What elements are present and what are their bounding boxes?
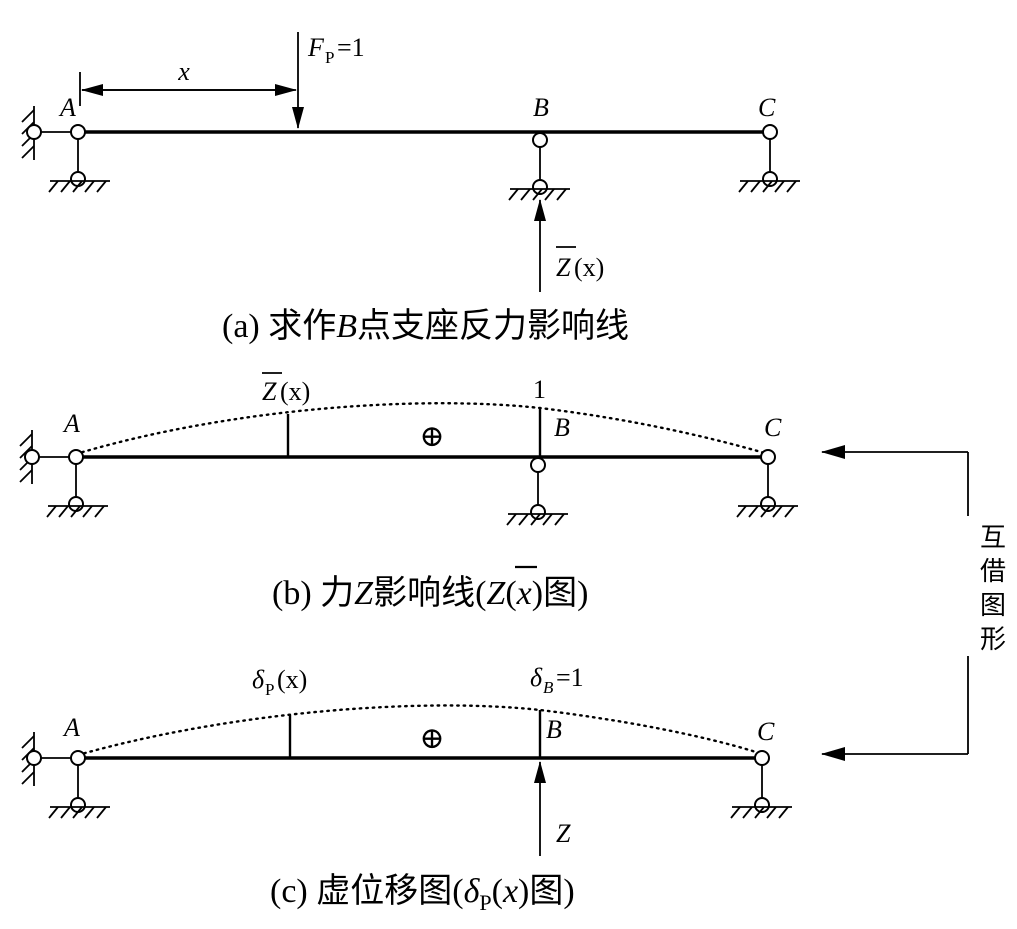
point-label-c-a: A (62, 713, 80, 742)
reaction-label-arg: (x) (574, 253, 604, 282)
ordinate-label-delta-arg: (x) (277, 665, 307, 694)
ordinate-label-zbar-z: Z (262, 377, 277, 406)
ordinate-label-zbar-arg: (x) (280, 377, 310, 406)
caption-c-end: )图) (518, 873, 575, 910)
fixed-wall-a (21, 106, 78, 160)
side-note-char-1: 互 (980, 523, 1006, 552)
caption-c-x: x (502, 873, 518, 910)
side-note-char-2: 借 (980, 557, 1006, 586)
ordinate-label-deltab-val: =1 (556, 663, 584, 692)
support-a-C (738, 124, 800, 193)
support-a-B (508, 132, 570, 201)
ordinate-label-delta: δ (252, 665, 265, 694)
caption-c-paren: ( (492, 873, 503, 910)
caption-c-sub: P (479, 890, 491, 915)
positive-sign-b: ⊕ (419, 420, 444, 453)
caption-b-z: Z (354, 575, 374, 612)
influence-curve-b (74, 402, 770, 456)
force-label-z: Z (556, 819, 571, 848)
load-label-f: F (307, 33, 325, 62)
caption-a: (a) 求作B点支座反力影响线 (222, 307, 629, 345)
ordinate-label-delta-sub: P (265, 680, 274, 699)
caption-c-pre: (c) 虚位移图( (270, 872, 464, 910)
side-note-char-3: 图 (980, 591, 1006, 620)
dimension-x: x (79, 57, 297, 106)
point-label-c: C (758, 93, 776, 122)
caption-b-z2: Z (486, 575, 506, 612)
support-c-A (48, 750, 110, 819)
positive-sign-c: ⊕ (419, 722, 444, 755)
caption-b-x: x (516, 575, 532, 612)
caption-b-end: )图) (532, 575, 589, 612)
support-a-A (48, 124, 110, 193)
mutual-reference-bracket: 互 借 图 形 (821, 445, 1008, 761)
support-c-C (730, 750, 792, 819)
caption-c: (c) 虚位移图(δP(x)图) (270, 872, 575, 915)
caption-a-pre: (a) 求作 (222, 308, 336, 345)
panel-a: x F P =1 A B C Z (x) (a) 求作B点支座反力影响线 (21, 32, 800, 345)
ordinate-label-deltab-sub: B (543, 678, 554, 697)
reaction-arrow-zbar: Z (x) (534, 199, 604, 292)
panel-b: Z (x) 1 ⊕ A B C (b) 力Z影响线(Z(x)图) (19, 372, 798, 612)
point-label-c-c: C (757, 717, 775, 746)
caption-a-post: 点支座反力影响线 (357, 307, 629, 345)
point-label-a: A (58, 93, 76, 122)
reaction-label-z: Z (556, 253, 571, 282)
load-arrow-fp: F P =1 (292, 32, 365, 129)
caption-b: (b) 力Z影响线(Z(x)图) (272, 574, 588, 612)
point-label-b-b: B (554, 413, 570, 442)
support-b-C (736, 449, 798, 518)
point-label-b-a: A (62, 409, 80, 438)
ordinate-label-one: 1 (533, 375, 546, 404)
support-b-B (506, 457, 568, 526)
force-arrow-z: Z (534, 761, 571, 856)
caption-b-mid: 影响线( (373, 574, 486, 612)
caption-c-delta: δ (464, 873, 481, 910)
point-label-c-b: B (546, 715, 562, 744)
point-label-b: B (533, 93, 549, 122)
dimension-x-label: x (177, 57, 190, 86)
side-note-char-4: 形 (980, 625, 1006, 654)
panel-c: Z δ P (x) δ B =1 ⊕ A B C (c) 虚位移图(δP(x)图… (21, 663, 792, 915)
caption-b-pre: (b) 力 (272, 574, 354, 612)
point-label-b-c: C (764, 413, 782, 442)
ordinate-label-deltab: δ (530, 663, 543, 692)
support-b-A (46, 449, 108, 518)
caption-b-paren: ( (505, 575, 516, 612)
fixed-wall-b (19, 430, 76, 484)
caption-a-b: B (336, 308, 357, 345)
load-label-sub: P (325, 48, 334, 67)
load-label-value: =1 (337, 33, 365, 62)
